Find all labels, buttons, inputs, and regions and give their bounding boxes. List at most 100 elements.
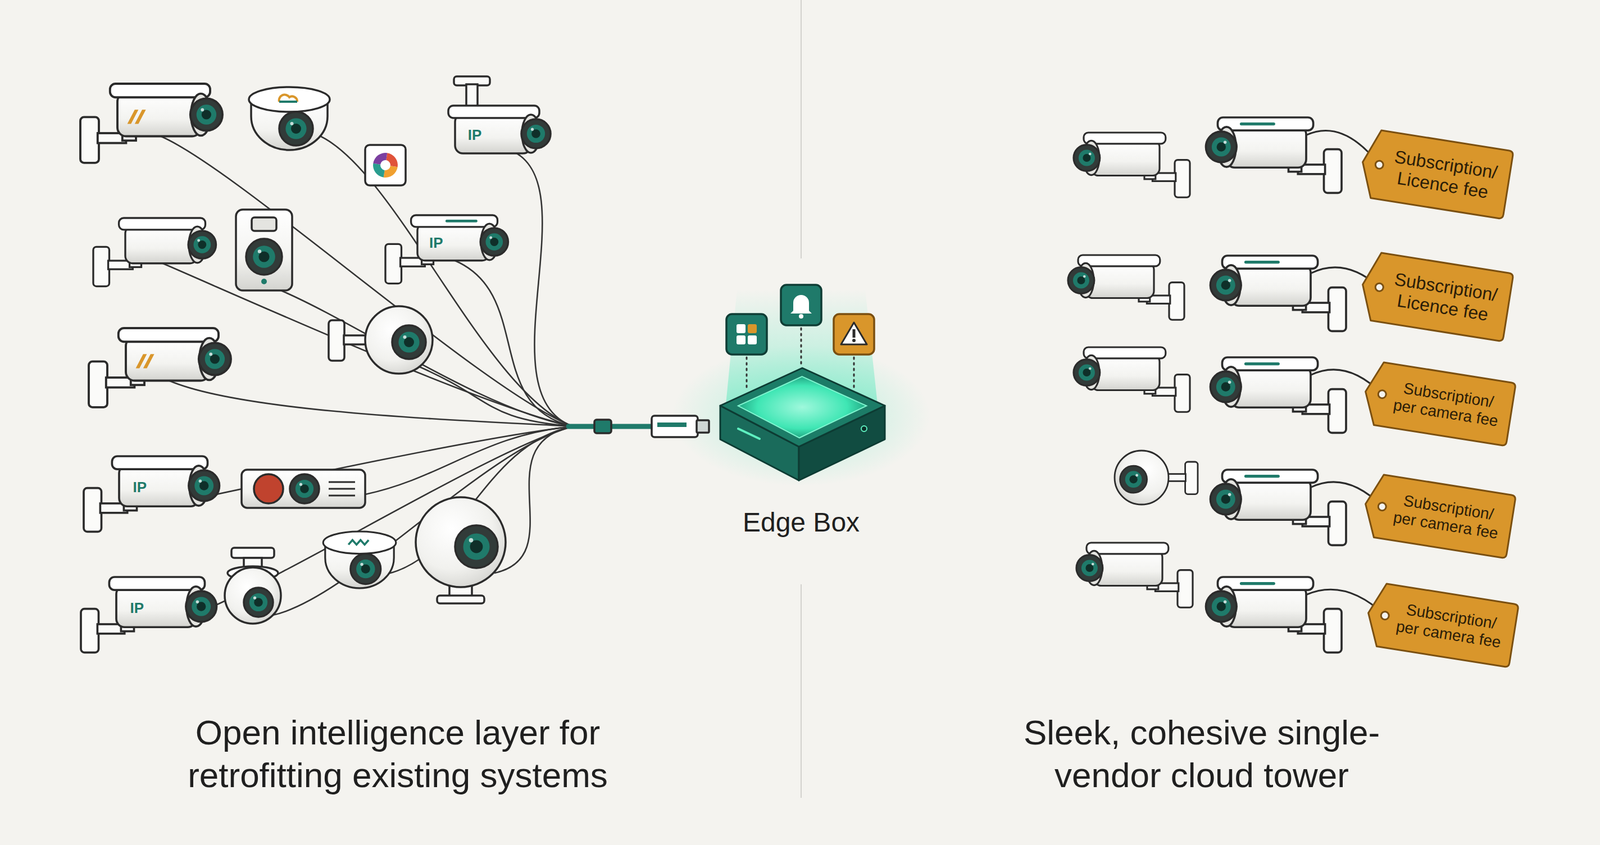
- camera-lens: [188, 230, 216, 259]
- icon-cell: [747, 324, 757, 334]
- lens-glass: [1078, 364, 1095, 381]
- brand-mark: IP: [429, 234, 444, 252]
- camera-body: [455, 114, 531, 154]
- apps-icon: [726, 314, 767, 355]
- tag-outline: [1357, 128, 1514, 219]
- dome-cap: [248, 87, 330, 112]
- camera-body: [1230, 264, 1311, 307]
- background-group: [671, 0, 931, 798]
- lens-glint: [200, 108, 204, 112]
- lens-glint: [403, 335, 407, 339]
- camera-part: [1167, 474, 1186, 482]
- warning-triangle: [841, 322, 867, 345]
- brand-mark: IP: [129, 598, 144, 617]
- camera-body: [1091, 140, 1161, 176]
- tag-outline: [1360, 360, 1516, 447]
- panel-divider: [800, 0, 802, 259]
- lens-glass: [398, 331, 420, 353]
- brand-logo: [383, 165, 398, 178]
- price-tag: Subscription/ Licence fee: [1357, 250, 1514, 342]
- camera-part: [1174, 160, 1190, 198]
- alert-icon: [833, 314, 875, 355]
- status-light: [261, 278, 267, 285]
- camera-lens: [198, 342, 231, 375]
- sun-shield: [1086, 542, 1169, 554]
- camera-icon: [328, 306, 433, 374]
- lens-glint: [299, 483, 303, 486]
- warning-mark: [852, 338, 856, 343]
- camera-icon: [80, 576, 217, 653]
- camera-cable: [157, 426, 574, 627]
- dotted-link: [800, 328, 803, 366]
- bell-icon: [780, 284, 822, 326]
- lens-glass: [1216, 489, 1236, 509]
- accent-stripe: [1246, 362, 1279, 366]
- camera-lens: [1120, 465, 1148, 493]
- camera-body: [119, 465, 199, 507]
- panel-caption: Sleek, cohesive single-vendor cloud towe…: [987, 711, 1417, 797]
- camera-lens: [521, 119, 551, 149]
- brand-logo: [385, 152, 398, 167]
- camera-icon: [241, 469, 366, 508]
- icon-tile: [780, 284, 822, 326]
- camera-icon: [83, 456, 220, 532]
- camera-part: [1328, 287, 1347, 332]
- camera-part: [343, 335, 367, 345]
- lens-glint: [253, 596, 257, 600]
- sun-shield: [1083, 347, 1166, 359]
- camera-body: [417, 223, 490, 261]
- camera-part: [80, 608, 99, 653]
- lens-glass: [1073, 271, 1090, 289]
- lens-glint: [197, 239, 200, 243]
- lens-glass: [1216, 275, 1236, 295]
- box-port: [861, 425, 867, 432]
- cable-group: [157, 134, 574, 627]
- price-tag: Subscription/ per camera fee: [1360, 360, 1516, 447]
- lens-glass: [485, 233, 503, 251]
- camera-lens: [185, 591, 217, 622]
- camera-body: [125, 225, 198, 264]
- lens-glint: [1135, 474, 1139, 477]
- camera-lens: [243, 587, 274, 617]
- lens-glass: [191, 597, 211, 617]
- camera-part: [83, 488, 102, 533]
- camera-icon: [248, 87, 330, 150]
- camera-body: [1091, 355, 1161, 391]
- lens-glass: [356, 559, 375, 579]
- accent-stripe: [1241, 582, 1275, 585]
- camera-body: [1085, 262, 1155, 299]
- fee-label: Subscription/ per camera fee: [1360, 360, 1516, 446]
- icon-cell: [736, 324, 746, 334]
- price-tag: Subscription/ per camera fee: [1360, 472, 1516, 559]
- tag-outline: [1363, 581, 1519, 668]
- camera-part: [1324, 608, 1343, 653]
- camera-body: [1226, 126, 1307, 168]
- camera-body: [1230, 366, 1311, 408]
- lens-glass: [1211, 137, 1231, 157]
- camera-icon: [80, 83, 223, 163]
- lens-glint: [208, 352, 213, 357]
- lens-glint: [360, 562, 363, 566]
- vent-line: [328, 494, 356, 497]
- camera-body: [1094, 550, 1163, 586]
- tag-outline: [1357, 250, 1514, 342]
- camera-lens: [350, 553, 381, 585]
- edge-box-symbol: [705, 356, 897, 486]
- camera-body: [1230, 478, 1311, 521]
- lens-glint: [257, 249, 262, 253]
- icon-cell: [747, 335, 757, 345]
- tag-hole: [1374, 282, 1384, 292]
- sun-shield: [411, 215, 498, 227]
- camera-lens: [289, 474, 320, 504]
- camera-part: [93, 246, 110, 286]
- camera-part: [1169, 282, 1185, 321]
- lens-glass: [295, 479, 314, 498]
- camera-part: [1174, 374, 1190, 413]
- camera-lens: [455, 525, 498, 568]
- bell-shape: [790, 294, 812, 314]
- camera-part: [1324, 149, 1343, 194]
- brand-mark: IP: [132, 478, 147, 496]
- sun-shield: [1222, 469, 1318, 483]
- camera-part: [1177, 570, 1193, 608]
